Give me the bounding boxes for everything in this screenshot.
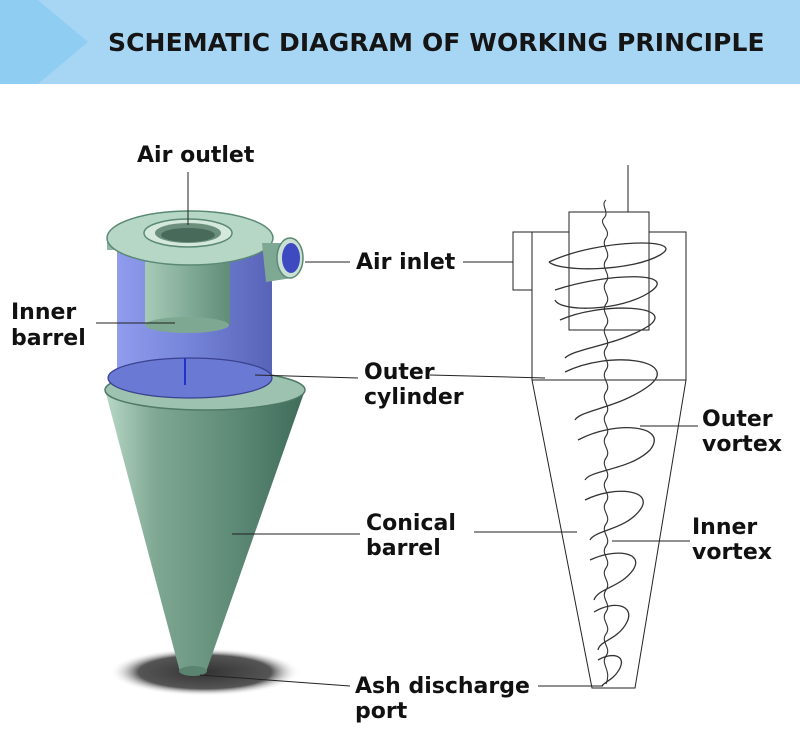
label-air-outlet: Air outlet <box>137 143 255 168</box>
page-title: SCHEMATIC DIAGRAM OF WORKING PRINCIPLE <box>108 28 765 57</box>
inlet-opening <box>282 243 300 273</box>
leader-lines <box>96 172 698 687</box>
label-outer-cylinder-line2: cylinder <box>364 385 464 410</box>
label-outer-vortex-line2: vortex <box>702 432 782 457</box>
inner-vortex-spiral <box>602 199 609 685</box>
leader-outer-cylinder-left <box>254 374 359 379</box>
inner-barrel-bottom <box>145 317 229 333</box>
schematic-inner-barrel <box>568 211 650 331</box>
conical-barrel <box>105 390 305 672</box>
label-outer-cylinder-line1: Outer <box>364 360 435 385</box>
label-conical-barrel-line1: Conical <box>366 511 456 536</box>
cyclone-3d-model <box>104 210 306 696</box>
ash-port-rim <box>179 666 207 676</box>
label-conical-barrel-line2: barrel <box>366 536 441 561</box>
label-air-inlet: Air inlet <box>356 250 456 275</box>
label-ash-port-line1: Ash discharge <box>355 674 530 699</box>
label-inner-barrel-line1: Inner <box>11 300 77 325</box>
outer-vortex-spiral <box>548 242 667 687</box>
leader-ash-port-left <box>199 674 351 687</box>
cylinder-bottom <box>107 357 273 399</box>
title-banner: SCHEMATIC DIAGRAM OF WORKING PRINCIPLE <box>0 0 800 84</box>
leader-outer-cylinder-right <box>429 374 546 379</box>
outlet-inner <box>161 228 215 242</box>
label-ash-port-line2: port <box>355 699 408 724</box>
inner-barrel <box>145 262 230 325</box>
schematic-inlet <box>512 231 533 291</box>
label-inner-vortex-line2: vortex <box>692 540 772 565</box>
label-inner-vortex-line1: Inner <box>692 515 758 540</box>
cyclone-schematic <box>512 165 687 689</box>
banner-arrow-icon <box>0 0 88 84</box>
label-outer-vortex-line1: Outer <box>702 407 773 432</box>
label-inner-barrel-line2: barrel <box>11 326 86 351</box>
